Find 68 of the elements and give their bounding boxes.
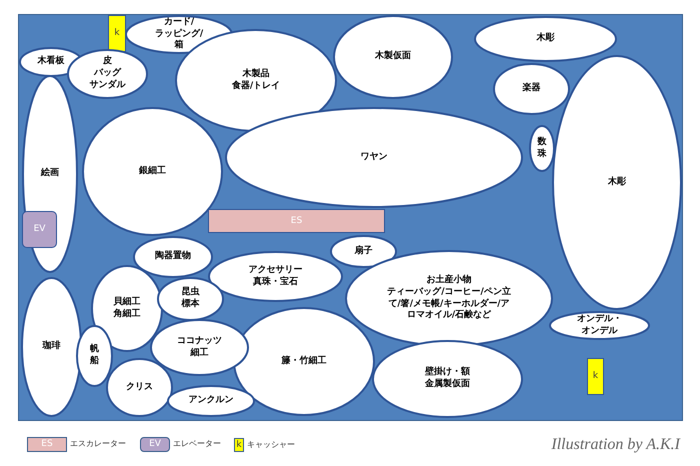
area-ellipse bbox=[157, 277, 224, 321]
cashier-counter bbox=[587, 358, 604, 395]
area-ellipse bbox=[233, 307, 375, 416]
area-label: 木彫 bbox=[536, 33, 554, 45]
area-ellipse bbox=[167, 385, 255, 417]
swatch-label: ES bbox=[41, 440, 53, 449]
area-ellipse bbox=[225, 107, 523, 208]
legend-text: エレベーター bbox=[173, 440, 221, 448]
credit-text: Illustration by A.K.I bbox=[551, 436, 680, 454]
area-label: 角細工 bbox=[114, 308, 140, 320]
area-label: ワヤン bbox=[360, 152, 388, 164]
area-label: 数珠 bbox=[537, 136, 547, 160]
area-label: アンクルン bbox=[188, 395, 234, 407]
swatch-label: EV bbox=[149, 440, 161, 449]
area-label: 扇子 bbox=[354, 246, 372, 258]
swatch-label: k bbox=[236, 440, 242, 450]
legend-text: エスカレーター bbox=[70, 440, 126, 448]
area-label: 皮 bbox=[103, 56, 112, 68]
area-ellipse bbox=[333, 15, 453, 99]
area-label: バッグ bbox=[94, 68, 121, 80]
area-ellipse bbox=[330, 235, 397, 268]
area-ellipse bbox=[133, 236, 213, 278]
area-label: 木製品 bbox=[242, 68, 270, 80]
area-label: サンダル bbox=[90, 80, 126, 92]
area-ellipse bbox=[208, 251, 343, 302]
area-ellipse bbox=[529, 125, 555, 172]
area-label: 木製仮面 bbox=[375, 51, 411, 63]
area-ellipse bbox=[549, 311, 650, 340]
area-label: 銀細工 bbox=[139, 166, 166, 178]
area-ellipse bbox=[372, 340, 523, 418]
sign-label: k bbox=[114, 29, 120, 38]
area-label: ココナッツ細工 bbox=[176, 336, 223, 360]
area-label: 貝細工 bbox=[114, 296, 140, 308]
area-label: カード/ラッピング/箱 bbox=[154, 16, 204, 52]
area-ellipse bbox=[150, 319, 249, 376]
sign-label: EV bbox=[34, 225, 46, 234]
area-label: オンデル・オンデル bbox=[576, 314, 623, 338]
area-label: 食器/トレイ bbox=[232, 80, 280, 92]
area-label: 帆船 bbox=[90, 344, 100, 368]
sign-label: k bbox=[592, 372, 598, 381]
area-label: ティーバッグ/コーヒー/ペン立て/箸/メモ帳/キーホルダー/アロマオイル/石鹸など bbox=[386, 286, 512, 322]
escalator-bar bbox=[208, 209, 385, 233]
area-label: 陶器置物 bbox=[155, 251, 191, 263]
area-label: 絵画 bbox=[41, 168, 59, 180]
area-label: クリス bbox=[126, 382, 153, 394]
area-label: 珈琲 bbox=[42, 341, 60, 353]
area-label: 昆虫標本 bbox=[180, 287, 200, 311]
sign-label: ES bbox=[290, 216, 302, 226]
area-label: お土産小物 bbox=[426, 275, 472, 286]
legend-text: キャッシャー bbox=[247, 441, 295, 449]
area-ellipse bbox=[493, 63, 570, 115]
area-label: 木彫 bbox=[608, 176, 626, 188]
area-ellipse bbox=[474, 16, 617, 62]
area-ellipse bbox=[21, 277, 82, 417]
area-ellipse bbox=[552, 55, 682, 310]
area-label: 木看板 bbox=[38, 56, 64, 68]
area-label: 真珠・宝石 bbox=[253, 276, 298, 288]
area-label: 楽器 bbox=[522, 83, 540, 95]
area-ellipse bbox=[175, 29, 337, 132]
area-ellipse bbox=[67, 49, 148, 99]
area-label: 壁掛け・額 bbox=[425, 367, 470, 378]
area-ellipse bbox=[76, 325, 113, 387]
area-label: 金属製仮面 bbox=[425, 379, 470, 391]
area-ellipse bbox=[82, 107, 223, 236]
cashier-counter bbox=[108, 15, 126, 52]
area-ellipse bbox=[106, 358, 173, 417]
area-label: アクセサリー bbox=[248, 264, 302, 276]
area-label: 籐・竹細工 bbox=[282, 356, 326, 368]
